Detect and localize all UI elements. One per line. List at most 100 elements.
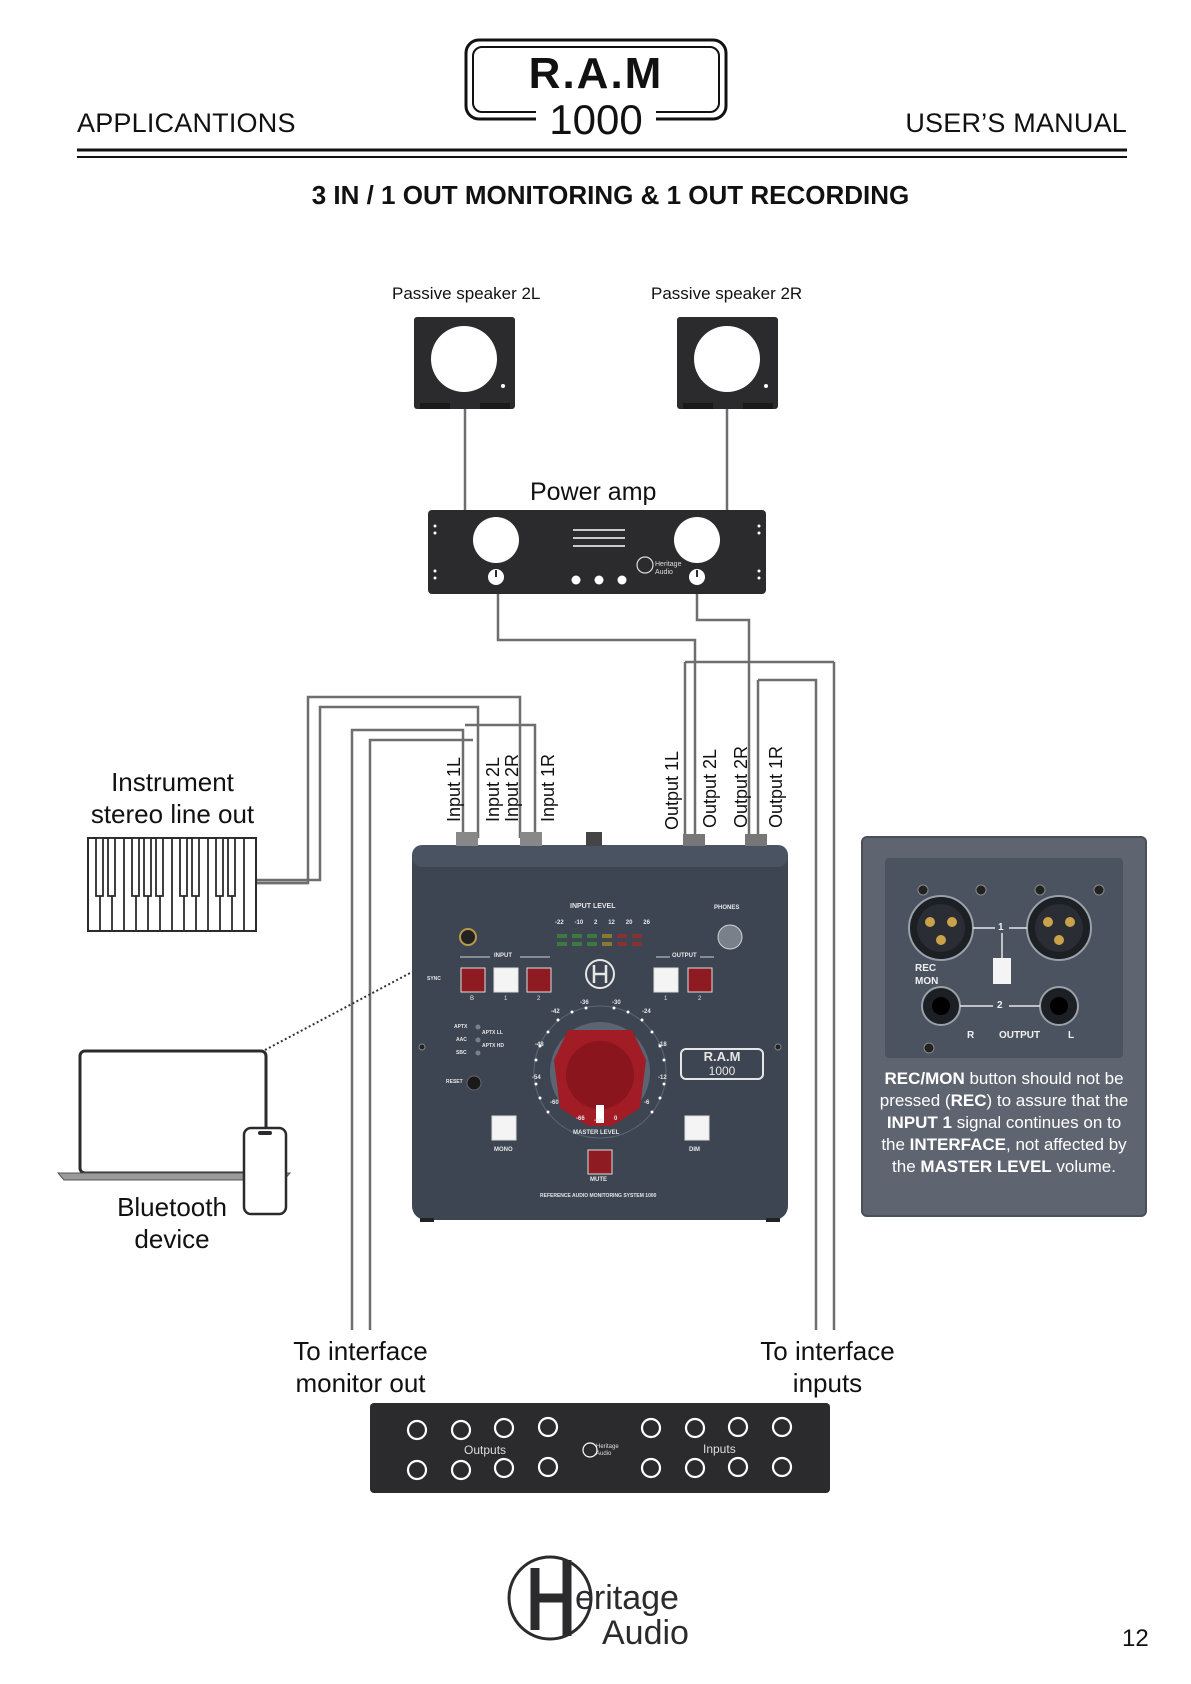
meter-tick: 2 xyxy=(594,920,598,926)
device-logo-1000: 1000 xyxy=(708,1064,736,1078)
sync-label: SYNC xyxy=(427,976,441,982)
dial-mark: -54 xyxy=(532,1075,541,1081)
bluetooth-label: Bluetooth device xyxy=(92,1191,252,1255)
dial-mark: -6 xyxy=(644,1100,650,1106)
bluetooth-label-line1: Bluetooth xyxy=(117,1192,227,1222)
note-bold: INPUT 1 xyxy=(886,1113,952,1132)
output-group-label: OUTPUT xyxy=(672,953,697,959)
note-bold: MASTER LEVEL xyxy=(920,1157,1052,1176)
jack-label-input-1r: Input 1R xyxy=(538,753,558,822)
meter-tick: -22 xyxy=(555,920,564,926)
logo-1000: 1000 xyxy=(536,98,656,142)
codec-aptx-ll: APTX LL xyxy=(482,1030,503,1036)
meter-tick: 20 xyxy=(625,920,633,926)
interface-monitor-label: To interface monitor out xyxy=(283,1335,438,1399)
note-span: ) to assure that the xyxy=(986,1091,1129,1110)
meter-tick: 26 xyxy=(643,920,650,926)
out-number: 1 xyxy=(664,996,668,1002)
note-bold: INTERFACE xyxy=(909,1135,1007,1154)
rec-mon-note: REC MON 1 2 R OUTPUT L REC/MON button sh… xyxy=(861,836,1147,1217)
phone xyxy=(242,1126,288,1216)
dim-label: DIM xyxy=(689,1147,700,1153)
rear-n1: 1 xyxy=(998,922,1004,933)
speaker-2r xyxy=(677,317,778,409)
speaker-2l xyxy=(414,317,515,409)
interface-brand: Heritage Audio xyxy=(596,1444,619,1457)
rear-l: L xyxy=(1068,1030,1075,1041)
interface-inputs-caption: Inputs xyxy=(703,1442,736,1456)
out-number: 2 xyxy=(698,996,702,1002)
amp-cables xyxy=(496,594,836,1330)
note-span: signal continues on to the xyxy=(881,1113,1122,1154)
rear-r: R xyxy=(967,1030,975,1041)
btn-number: 1 xyxy=(504,996,508,1002)
note-span: , not affected by the xyxy=(892,1135,1127,1176)
mon-label: MON xyxy=(915,976,939,987)
logo-ram: R.A.M xyxy=(528,49,664,98)
note-text: REC/MON button should not be pressed (RE… xyxy=(873,1068,1135,1178)
codec-aptx-hd: APTX HD xyxy=(482,1043,504,1049)
jack-label-input-2r: Input 2R xyxy=(502,753,522,822)
keyboard xyxy=(87,837,257,932)
note-span: volume. xyxy=(1051,1157,1116,1176)
rear-panel-drawing xyxy=(908,884,1105,1054)
dial-mark: -66 xyxy=(576,1116,585,1122)
reset-label: RESET xyxy=(446,1079,463,1085)
note-bold: REC/MON xyxy=(884,1069,965,1088)
mute-label: MUTE xyxy=(590,1177,607,1183)
input-cables xyxy=(257,695,537,1330)
bluetooth-label-line2: device xyxy=(134,1224,210,1254)
power-amp-label: Power amp xyxy=(530,478,657,506)
ram-device xyxy=(412,832,788,1222)
jack-label-input-2l: Input 2L xyxy=(483,756,503,822)
master-level-label: MASTER LEVEL xyxy=(573,1130,620,1136)
jack-label-input-1l: Input 1L xyxy=(444,756,464,822)
note-span: button should not be pressed ( xyxy=(879,1069,1124,1110)
interface-monitor-label-line2: monitor out xyxy=(295,1368,426,1398)
note-bold: REC xyxy=(950,1091,987,1110)
power-amp-brand: Heritage Audio xyxy=(655,561,682,576)
jack-label-output-1r: Output 1R xyxy=(766,745,786,828)
dial-mark: -48 xyxy=(535,1042,544,1048)
dial-mark: -18 xyxy=(658,1042,667,1048)
meter-tick: 12 xyxy=(608,920,615,926)
rec-label: REC xyxy=(915,963,937,974)
interface-inputs-label-line2: inputs xyxy=(792,1368,863,1398)
meter-ticks: -22 -10 2 12 20 26 xyxy=(555,920,650,926)
codec-sbc: SBC xyxy=(456,1050,467,1056)
instrument-label-line1: Instrument xyxy=(111,767,234,797)
interface-outputs-label: Outputs xyxy=(464,1443,507,1457)
dial-mark: -60 xyxy=(550,1100,559,1106)
input-group-label: INPUT xyxy=(494,953,512,959)
device-logo-ram: R.A.M xyxy=(703,1049,741,1064)
instrument-label: Instrument stereo line out xyxy=(80,766,265,830)
rear-output: OUTPUT xyxy=(999,1030,1041,1041)
speaker-cables xyxy=(463,409,729,510)
speaker-2r-label: Passive speaker 2R xyxy=(651,284,803,303)
meter-tick: -10 xyxy=(574,920,584,926)
dial-mark: -24 xyxy=(642,1009,651,1015)
dial-mark: -42 xyxy=(551,1009,560,1015)
interface-inputs-label-line1: To interface xyxy=(760,1336,895,1366)
rear-n2: 2 xyxy=(997,1000,1003,1011)
page-title: 3 IN / 1 OUT MONITORING & 1 OUT RECORDIN… xyxy=(311,180,910,210)
interface-monitor-label-line1: To interface xyxy=(293,1336,428,1366)
dial-mark: 0 xyxy=(614,1116,618,1122)
btn-number: 2 xyxy=(537,996,541,1002)
jack-label-output-2r: Output 2R xyxy=(731,745,751,828)
header-right: USER’S MANUAL xyxy=(905,108,1127,138)
interface-inputs-label: To interface inputs xyxy=(750,1335,905,1399)
codec-aac: AAC xyxy=(456,1037,467,1043)
dial-mark: -12 xyxy=(658,1075,667,1081)
footer-brand-line1: eritage xyxy=(575,1579,679,1617)
jack-label-output-1l: Output 1L xyxy=(662,750,682,830)
header-left: APPLICANTIONS xyxy=(77,108,296,138)
audio-interface xyxy=(370,1403,830,1493)
codec-aptx: APTX xyxy=(454,1024,468,1030)
btn-number: B xyxy=(470,996,475,1002)
dial-mark: -oo xyxy=(594,1118,604,1124)
heritage-logo-icon xyxy=(507,1555,593,1641)
device-footer-label: REFERENCE AUDIO MONITORING SYSTEM 1000 xyxy=(540,1193,657,1199)
jack-label-output-2l: Output 2L xyxy=(700,748,720,828)
